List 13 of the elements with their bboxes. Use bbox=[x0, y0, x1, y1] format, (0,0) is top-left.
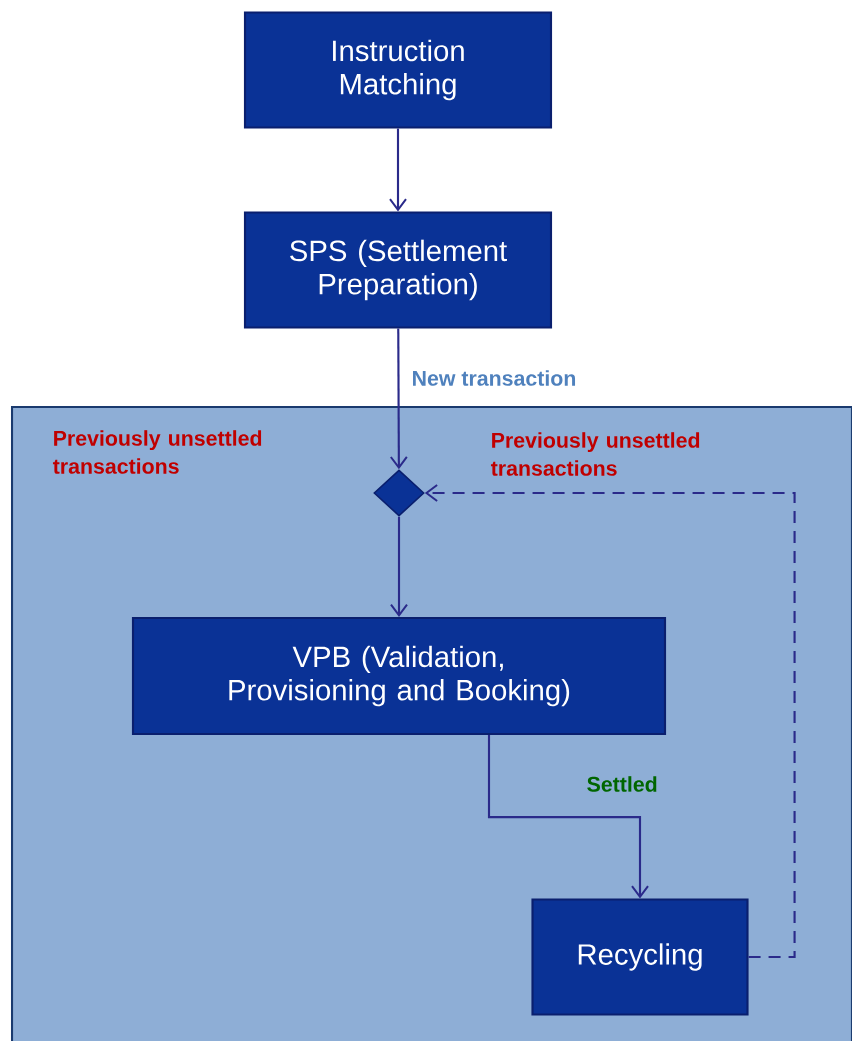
arrow bbox=[424, 484, 796, 959]
process-box: Recycling bbox=[531, 898, 749, 1016]
arrow bbox=[487, 735, 649, 899]
process-box: SPS (Settlement Preparation) bbox=[243, 211, 553, 329]
note-label: Previously unsettled transactions bbox=[490, 432, 700, 476]
process-box: Instruction Matching bbox=[243, 11, 553, 129]
arrow bbox=[389, 128, 407, 212]
arrow bbox=[390, 516, 408, 617]
decision-diamond bbox=[373, 469, 425, 517]
note-label: Previously unsettled transactions bbox=[52, 430, 262, 474]
process-box: VPB (Validation, Provisioning and Booking) bbox=[131, 616, 667, 736]
edge-label: New transaction bbox=[410, 368, 578, 388]
arrow bbox=[389, 328, 408, 470]
